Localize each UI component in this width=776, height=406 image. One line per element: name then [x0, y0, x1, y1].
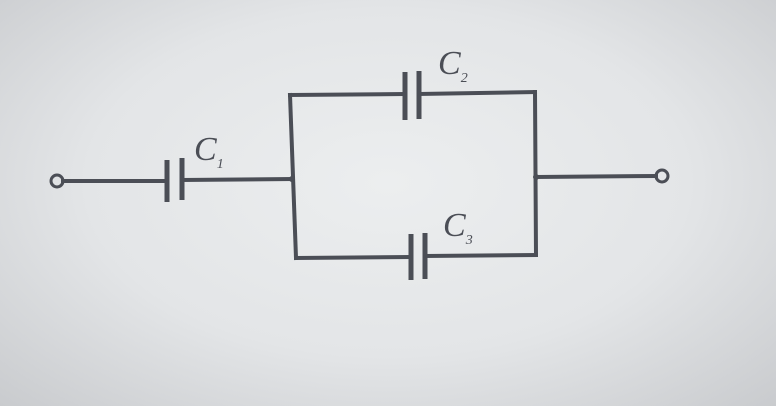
capacitor-c3: [408, 233, 428, 280]
wire-c1-node: [179, 176, 295, 183]
right-terminal: [654, 168, 670, 184]
c2-label: C2: [438, 45, 468, 86]
wire-left-vertical: [287, 92, 299, 261]
wire-bottom-left: [293, 254, 413, 261]
wire-right-vertical: [532, 89, 539, 258]
capacitor-c1: [164, 158, 185, 202]
wire-top-left: [287, 91, 407, 98]
c1-label: C1: [194, 131, 224, 172]
capacitor-c2: [402, 71, 422, 120]
c3-label: C3: [443, 207, 473, 248]
wire-top-right: [416, 89, 538, 97]
wire-bottom-right: [422, 252, 539, 259]
wire-right: [533, 173, 659, 180]
